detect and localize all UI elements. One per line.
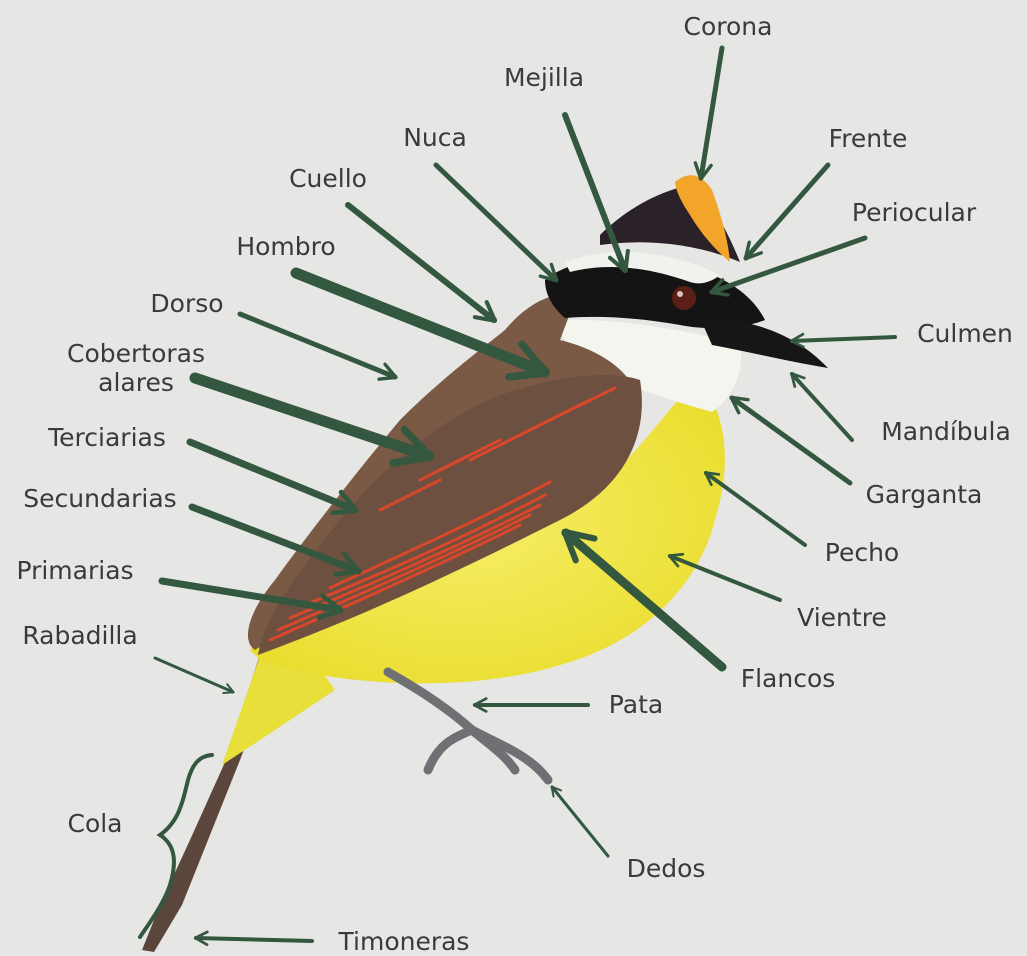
- arrow-frente: [746, 165, 828, 258]
- label-dedos: Dedos: [627, 854, 706, 883]
- arrow-dorso: [240, 314, 395, 377]
- leg-feet: [388, 672, 548, 780]
- label-flancos: Flancos: [741, 664, 836, 693]
- label-terciarias: Terciarias: [47, 423, 166, 452]
- label-secundarias: Secundarias: [23, 484, 176, 513]
- arrow-mejilla: [565, 115, 625, 270]
- bird-illustration: [142, 175, 828, 952]
- arrow-culmen: [792, 337, 895, 341]
- arrow-mandibula: [792, 374, 852, 440]
- label-cobertoras-alares-2: alares: [98, 368, 174, 397]
- arrow-periocular: [712, 238, 865, 292]
- label-mejilla: Mejilla: [504, 63, 584, 92]
- eye-highlight: [677, 291, 683, 297]
- label-periocular: Periocular: [852, 198, 977, 227]
- label-rabadilla: Rabadilla: [22, 621, 137, 650]
- arrow-garganta: [732, 398, 850, 483]
- label-cola: Cola: [67, 809, 122, 838]
- label-dorso: Dorso: [150, 289, 223, 318]
- arrow-pecho: [706, 473, 805, 545]
- eye: [672, 286, 696, 310]
- label-corona: Corona: [684, 12, 773, 41]
- label-pata: Pata: [609, 690, 663, 719]
- label-pecho: Pecho: [825, 538, 899, 567]
- label-cuello: Cuello: [289, 164, 367, 193]
- label-culmen: Culmen: [917, 319, 1013, 348]
- label-vientre: Vientre: [797, 603, 887, 632]
- arrow-terciarias: [190, 442, 355, 510]
- label-frente: Frente: [829, 124, 908, 153]
- label-primarias: Primarias: [16, 556, 133, 585]
- label-nuca: Nuca: [403, 123, 467, 152]
- arrow-timoneras: [196, 938, 312, 941]
- arrow-nuca: [436, 165, 556, 280]
- label-cobertoras-alares-1: Cobertoras: [67, 339, 205, 368]
- arrow-hombro: [296, 273, 544, 372]
- arrow-dedos: [552, 787, 608, 856]
- label-mandibula: Mandíbula: [881, 417, 1011, 446]
- label-garganta: Garganta: [866, 480, 983, 509]
- arrow-cobertoras: [195, 378, 428, 456]
- label-hombro: Hombro: [236, 232, 335, 261]
- arrow-corona: [701, 48, 722, 178]
- label-timoneras: Timoneras: [338, 927, 470, 956]
- arrow-rabadilla: [155, 658, 233, 692]
